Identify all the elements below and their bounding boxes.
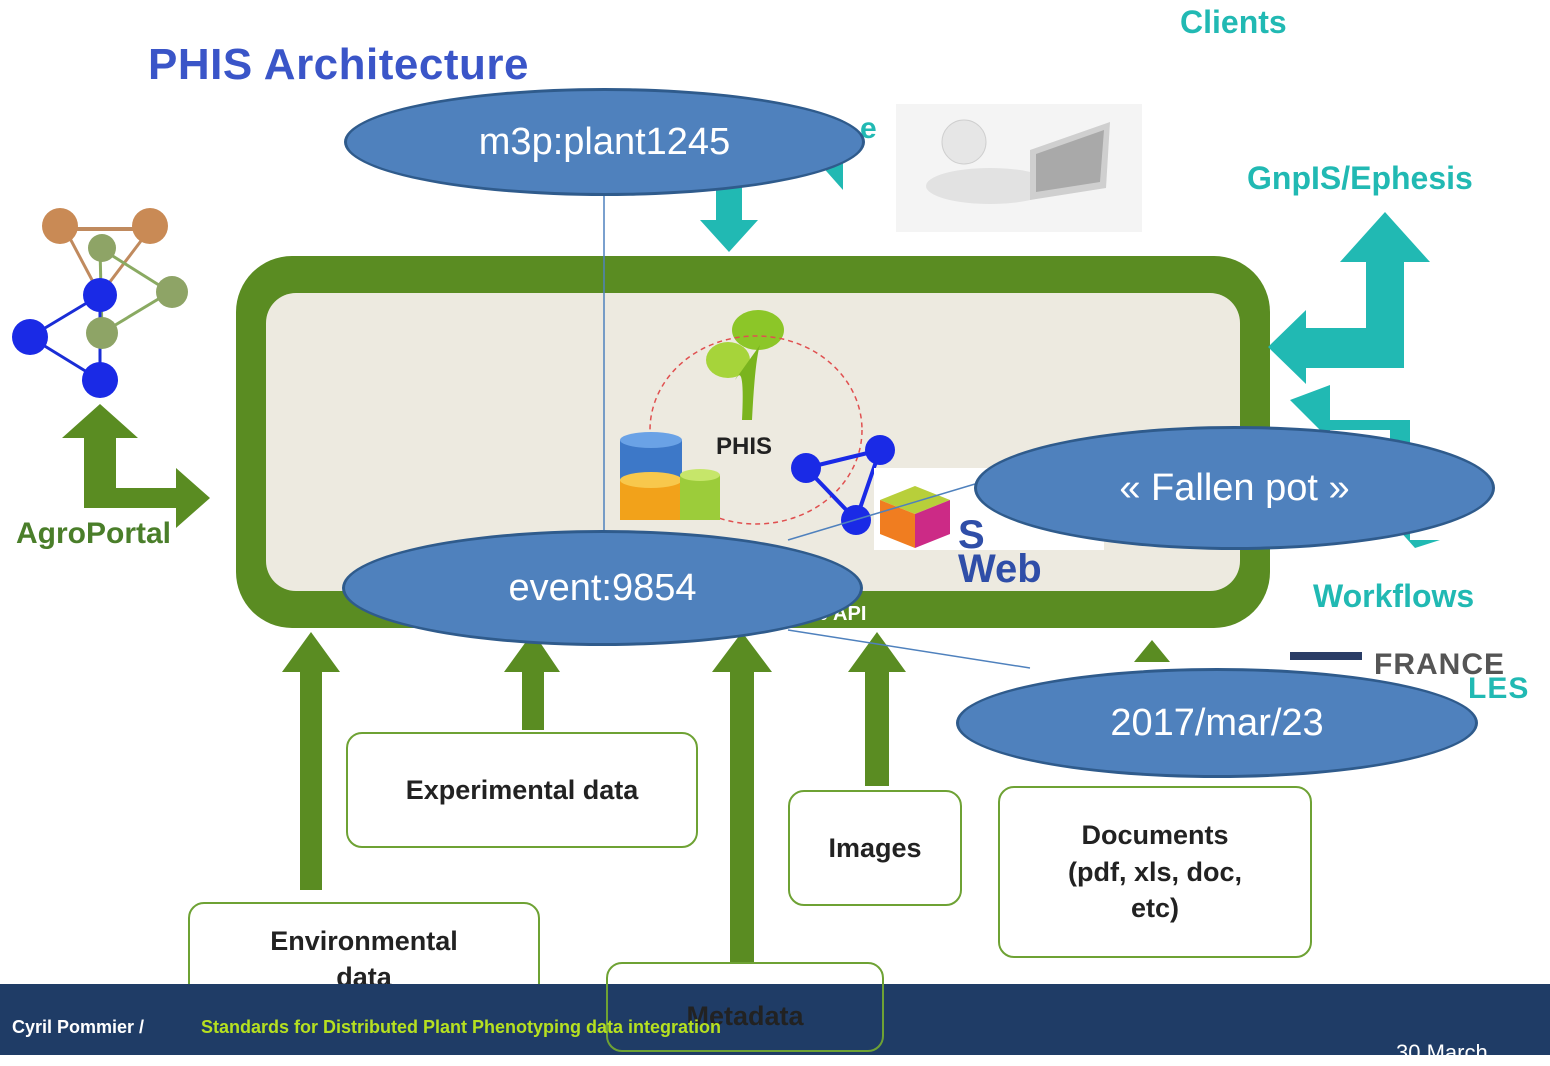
france-grilles-logo: FRANCE	[1374, 648, 1505, 681]
documents-line-2: (pdf, xls, doc,	[1067, 856, 1242, 887]
images-box: Images	[788, 790, 962, 906]
footer-bar	[0, 984, 1550, 1055]
date-ellipse: 2017/mar/23	[956, 668, 1478, 778]
slide-title: PHIS Architecture	[148, 40, 529, 89]
client-arrow	[700, 187, 758, 252]
event-id-ellipse: event:9854	[342, 530, 863, 646]
laptop-user-icon	[896, 104, 1142, 232]
documents-line-1: Documents	[1081, 820, 1229, 851]
database-icon	[620, 432, 720, 520]
ontology-graph-icon	[12, 208, 188, 398]
semweb-line-1: S	[958, 513, 985, 557]
plant-id-ellipse: m3p:plant1245	[344, 88, 865, 196]
documents-line-3: etc)	[1130, 893, 1179, 924]
fallen-pot-ellipse: « Fallen pot »	[974, 426, 1495, 550]
semantic-graph-icon	[791, 435, 895, 535]
gnpis-arrow	[1268, 212, 1430, 384]
semweb-line-2: Web	[958, 547, 1042, 591]
agroportal-arrow	[62, 404, 210, 528]
clients-label: Clients	[1180, 4, 1287, 40]
metadata-box: Metadata	[606, 962, 884, 1052]
connector-lines	[603, 142, 1031, 669]
documents-box: Documents (pdf, xls, doc, etc)	[998, 786, 1312, 958]
semweb-label: S Web	[958, 513, 1042, 591]
input-arrows	[282, 632, 1170, 962]
experimental-data-box: Experimental data	[346, 732, 698, 848]
agroportal-label: AgroPortal	[16, 517, 172, 550]
workflows-label: Workflows	[1313, 578, 1475, 614]
footer-date: 30 March	[1396, 1040, 1488, 1065]
phis-label: PHIS	[716, 433, 773, 460]
environmental-line-1: Environmental	[270, 925, 458, 956]
footer-author: Cyril Pommier /	[12, 1017, 145, 1037]
gnpis-label: GnpIS/Ephesis	[1247, 160, 1473, 196]
footer-talk-title: Standards for Distributed Plant Phenotyp…	[201, 1017, 722, 1037]
grilles-logo-text: LES	[1468, 672, 1530, 705]
plant-icon	[706, 310, 784, 420]
